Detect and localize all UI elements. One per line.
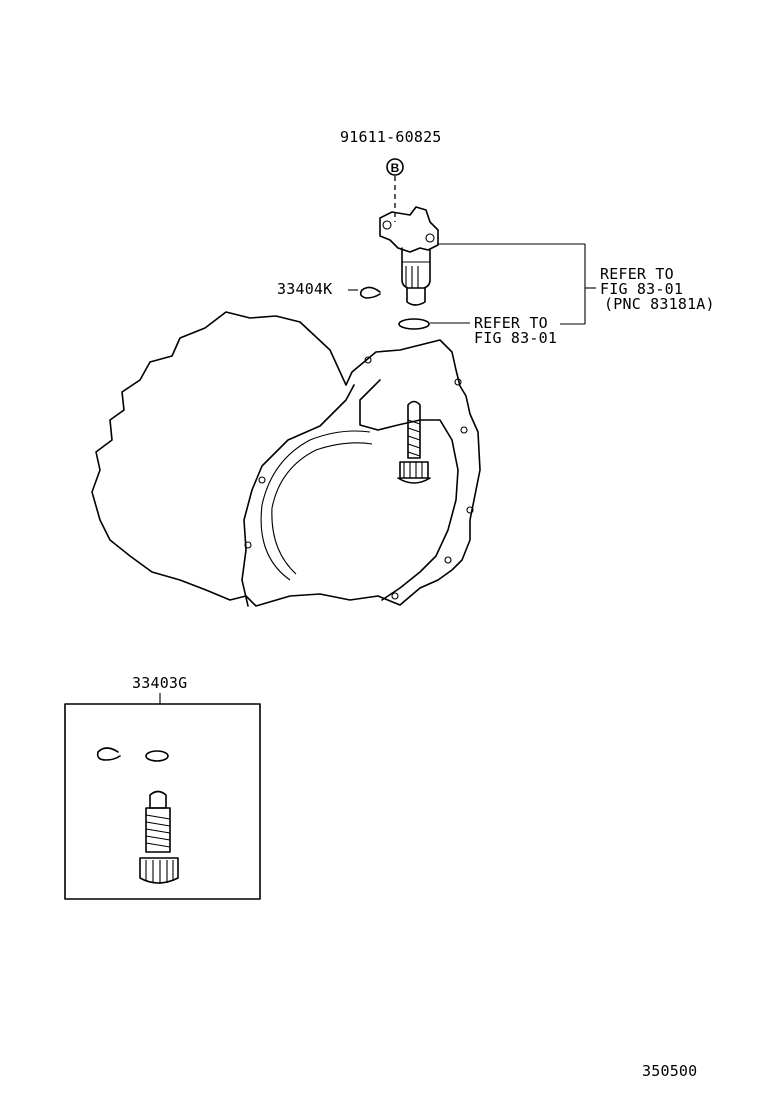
kit-box <box>64 703 261 900</box>
speed-sensor-icon <box>379 206 439 306</box>
clip-icon <box>359 286 381 299</box>
kit-part-number: 33403G <box>132 674 188 692</box>
o-ring-icon <box>398 318 430 330</box>
lower-ref-line1: REFER TO <box>474 314 548 332</box>
kit-clip-icon <box>96 747 121 761</box>
upper-ref-line1: REFER TO <box>600 265 674 283</box>
kit-driven-gear-icon <box>139 790 179 884</box>
clip-part-number: 33404K <box>277 280 333 298</box>
bolt-part-number: 91611-60825 <box>340 128 442 146</box>
svg-text:B: B <box>391 161 400 175</box>
driven-gear-installed-icon <box>397 400 431 484</box>
kit-o-ring-icon <box>145 750 169 762</box>
bolt-marker-icon: B <box>386 158 404 176</box>
figure-id: 350500 <box>642 1062 698 1080</box>
upper-ref-line2: FIG 83-01 <box>600 280 684 298</box>
transaxle-housing-icon <box>91 311 481 607</box>
lower-ref-line2: FIG 83-01 <box>474 329 558 347</box>
upper-ref-line3: (PNC 83181A) <box>604 295 715 313</box>
refer-bracket-lines <box>430 243 596 325</box>
